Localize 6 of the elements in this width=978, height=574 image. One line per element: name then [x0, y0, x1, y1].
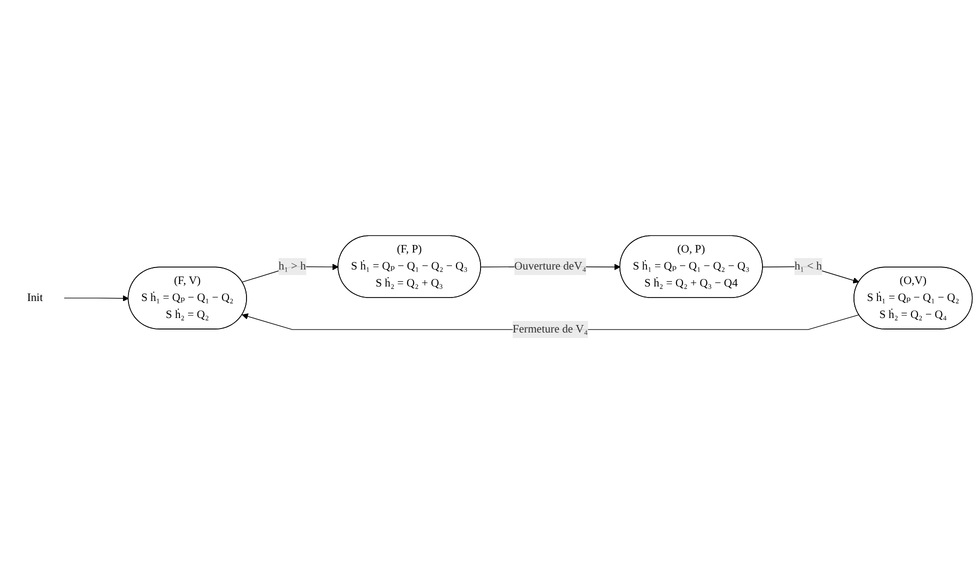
- edge-label: Fermeture de V₄: [512, 323, 588, 336]
- edge-label: Ouverture deV₄: [514, 260, 586, 272]
- edge-label: h₁ > h: [278, 260, 306, 272]
- edge-label: h₁ < h: [794, 260, 822, 272]
- arrow: [64, 295, 129, 302]
- node-text: Init: [27, 292, 43, 304]
